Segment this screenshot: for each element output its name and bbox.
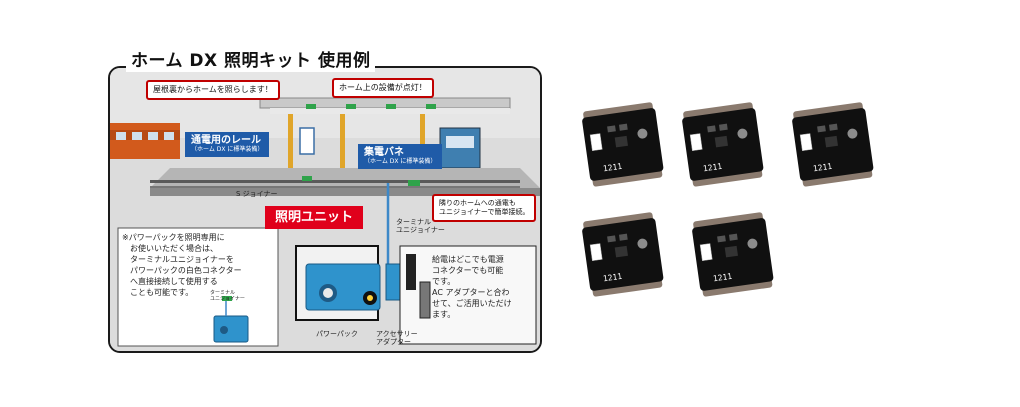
lighting-unit-photo: 1211: [582, 212, 664, 297]
label-panel: 集電バネ （ホーム DX に標準装備）: [358, 144, 443, 169]
label-panel-title: 集電バネ: [364, 147, 404, 158]
note-power-pack: ※パワーパックを照明専用に お使いいただく場合は、 ターミナルユニジョイナーを …: [122, 233, 242, 297]
label-terminal-joiner: ターミナル ユニジョイナー: [396, 218, 445, 234]
label-terminal-joiner-small: ターミナル ユニジョイナー: [210, 290, 245, 302]
label-s-joiner: S ジョイナー: [236, 190, 278, 198]
label-power-pack: パワーパック: [316, 330, 358, 338]
callout-roof: 屋根裏からホームを照らします！: [146, 80, 280, 100]
unit-marking: 1211: [702, 162, 723, 174]
note-feed: 給電はどこでも電源 コネクターでも可能 です。 AC アダプターと合わ せて、ご…: [432, 255, 512, 319]
label-accessory-adapter: アクセサリー アダプター: [376, 330, 418, 346]
diagram-panel: 屋根裏からホームを照らします！ ホーム上の設備が点灯！ 隣りのホームへの通電も …: [108, 66, 542, 353]
product-units: 1211 1211 1211 1211 1211: [580, 100, 880, 300]
lighting-unit-photo: 1211: [692, 212, 774, 297]
callout-facility: ホーム上の設備が点灯！: [332, 78, 434, 98]
unit-marking: 1211: [602, 272, 623, 284]
unit-marking: 1211: [602, 162, 623, 174]
label-rail: 通電用のレール （ホーム DX に標準装備）: [185, 132, 270, 157]
label-rail-sub: （ホーム DX に標準装備）: [191, 146, 264, 153]
label-lighting-unit: 照明ユニット: [265, 206, 364, 229]
lighting-unit-photo: 1211: [682, 102, 764, 187]
lighting-unit-photo: 1211: [582, 102, 664, 187]
label-rail-title: 通電用のレール: [191, 135, 261, 146]
page-title: ホーム DX 照明キット 使用例: [126, 50, 376, 72]
lighting-unit-photo: 1211: [792, 102, 874, 187]
unit-marking: 1211: [812, 162, 833, 174]
callout-adjacent: 隣りのホームへの通電も ユニジョイナーで簡単接続。: [432, 194, 537, 222]
label-panel-sub: （ホーム DX に標準装備）: [364, 158, 437, 165]
unit-marking: 1211: [712, 272, 733, 284]
